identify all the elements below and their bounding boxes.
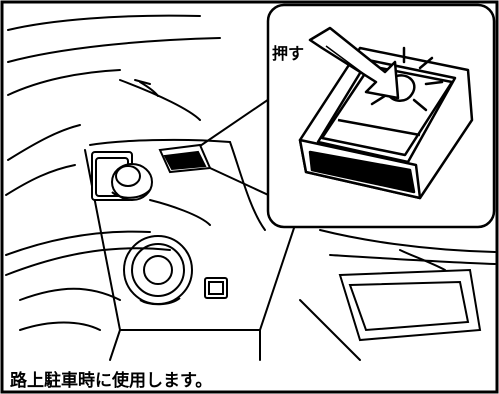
press-arrow-icon <box>308 26 400 100</box>
round-knob <box>123 235 193 306</box>
hazard-switch-small <box>158 143 212 174</box>
press-label: 押す <box>272 44 305 63</box>
cigarette-lighter <box>91 151 153 201</box>
hazard-switch-enlarged <box>298 46 474 200</box>
small-square-button <box>204 277 228 299</box>
caption: 路上駐車時に使用します。 <box>10 371 213 391</box>
light-symbol-icon <box>370 46 444 112</box>
dashboard-outline <box>5 14 496 361</box>
